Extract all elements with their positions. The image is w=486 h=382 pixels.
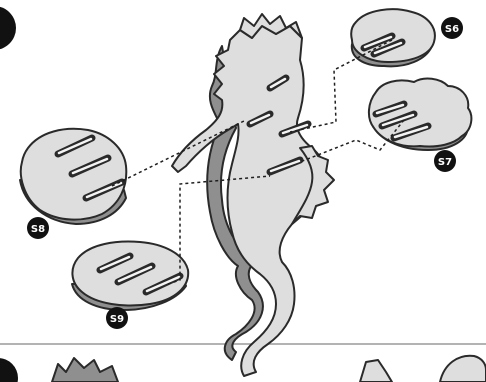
badge-s8 — [27, 217, 49, 239]
part-s6: S6 — [350, 8, 463, 68]
badge-s6 — [441, 17, 463, 39]
badge-s7-label: S7 — [438, 157, 452, 168]
seahorse-part — [171, 13, 335, 377]
next-step-preview — [51, 354, 486, 382]
step-marker-bottom — [0, 358, 18, 382]
badge-s6-label: S6 — [445, 24, 459, 35]
badge-s8-label: S8 — [31, 224, 45, 235]
guide-s8-to-seahorse — [111, 119, 247, 187]
step-marker-top — [0, 6, 16, 50]
part-s8: S8 — [19, 127, 128, 239]
badge-s9 — [106, 307, 128, 329]
badge-s7 — [434, 150, 456, 172]
badge-s9-label: S9 — [110, 314, 124, 325]
part-s9: S9 — [71, 240, 190, 329]
guide-s9-to-seahorse — [167, 175, 271, 285]
guide-s6-to-seahorse — [289, 39, 393, 133]
part-s7: S7 — [368, 77, 473, 172]
guide-s7-to-seahorse — [299, 119, 405, 163]
